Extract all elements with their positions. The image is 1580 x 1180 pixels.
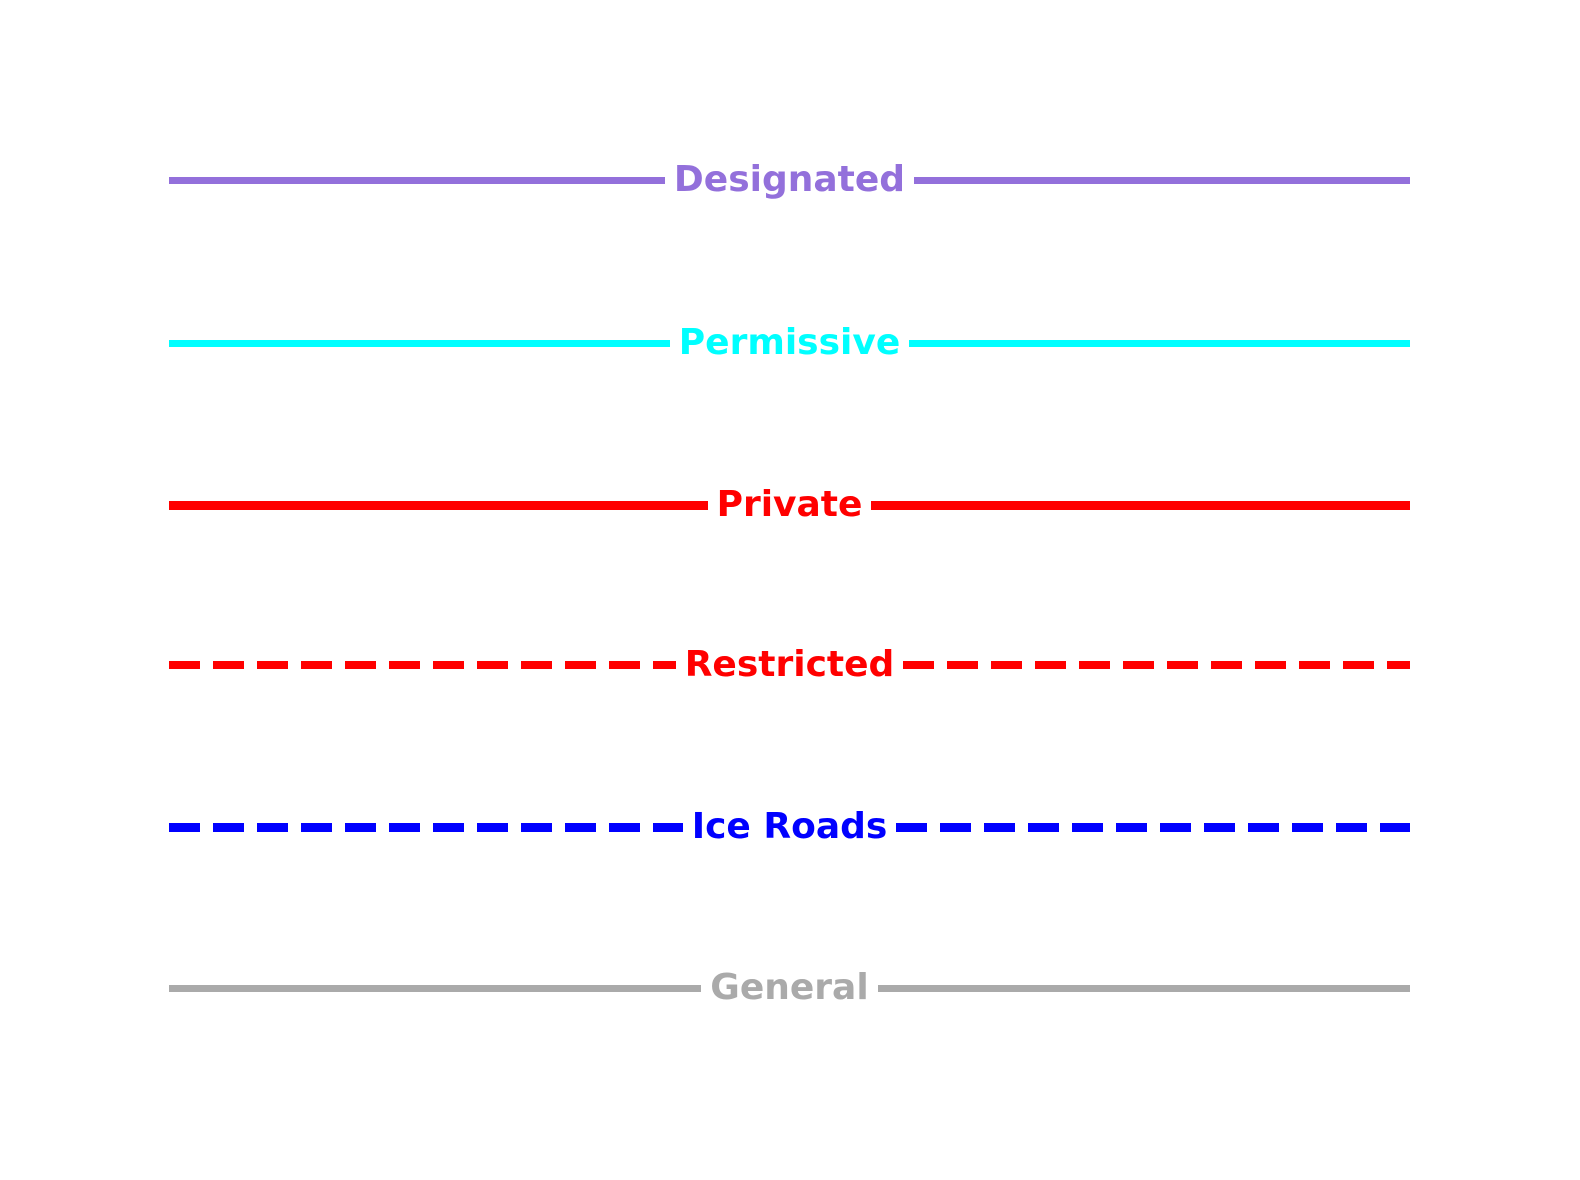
ice-roads-line-right-segment xyxy=(896,822,1411,832)
restricted-label: Restricted xyxy=(684,644,895,685)
permissive-label: Permissive xyxy=(678,322,901,363)
permissive-line-left-segment xyxy=(169,339,670,347)
ice-roads-line-left-segment xyxy=(169,822,683,832)
private-label: Private xyxy=(716,484,863,525)
designated-line-right-segment xyxy=(914,176,1410,184)
general-line-right-segment xyxy=(877,984,1410,992)
designated-line-left-segment xyxy=(169,176,665,184)
private-line-left-segment xyxy=(169,500,708,510)
designated-label: Designated xyxy=(673,159,906,200)
general-label: General xyxy=(710,967,869,1008)
restricted-line-left-segment xyxy=(169,661,676,669)
permissive-line-right-segment xyxy=(909,339,1411,347)
ice-roads-label: Ice Roads xyxy=(691,806,888,847)
restricted-line-right-segment xyxy=(903,661,1411,669)
private-line-right-segment xyxy=(871,500,1410,510)
general-line-left-segment xyxy=(169,984,702,992)
